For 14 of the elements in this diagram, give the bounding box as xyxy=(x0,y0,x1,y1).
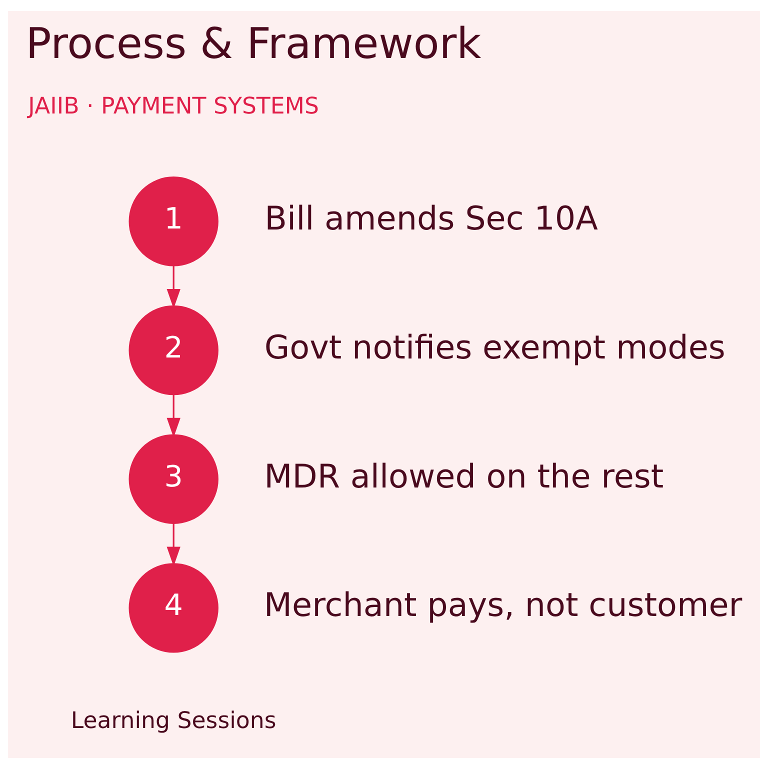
node-circle: 2 xyxy=(128,304,218,395)
node-circle: 3 xyxy=(128,434,218,524)
label: JAIIB · PAYMENT SYSTEMS xyxy=(28,92,320,119)
node-label: Govt notifies exempt modes xyxy=(264,328,726,366)
node-label: MDR allowed on the rest xyxy=(264,456,664,495)
diagram-title: Process & Framework xyxy=(26,18,482,68)
arrow xyxy=(166,522,180,566)
label: Learning Sessions xyxy=(70,708,276,734)
arrow xyxy=(166,394,180,437)
node-circle: 1 xyxy=(128,176,218,266)
arrow xyxy=(166,265,180,308)
node-label: Merchant pays, not customer xyxy=(264,586,742,624)
node-label: Bill amends Sec 10A xyxy=(264,199,598,238)
node-circle: 4 xyxy=(128,562,218,652)
